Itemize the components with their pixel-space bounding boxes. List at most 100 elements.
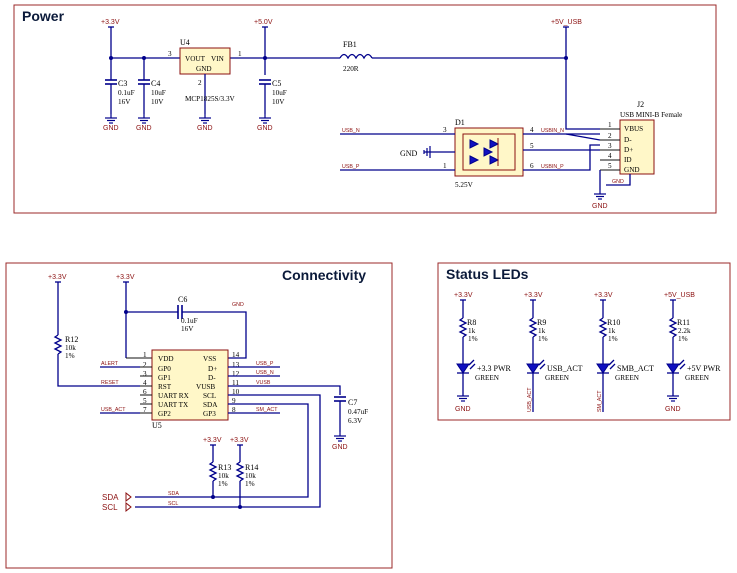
u5-pin-gp0: GP0: [158, 365, 171, 373]
u4-vin: VIN: [211, 55, 225, 63]
d1-pin5: 5: [530, 142, 534, 150]
d1-pin6: 6: [530, 162, 534, 170]
led-color-3: GREEN: [685, 374, 710, 382]
led-rail-3: +5V_USB: [664, 292, 695, 299]
c3-voltage: 16V: [118, 98, 131, 106]
u5-left-pins: VDD GP0 GP1 RST UART RX UART TX GP2: [158, 355, 190, 418]
u4-gnd: GND: [196, 65, 212, 73]
conn-net-gnd: GND: [232, 302, 244, 308]
u5-num-2: 2: [143, 361, 147, 369]
capacitor-c4: [137, 79, 151, 85]
rail-label-50v: +5.0V: [254, 19, 273, 26]
led-color-0: GREEN: [475, 374, 500, 382]
c3-value: 0.1uF: [118, 89, 135, 97]
u5-pin-vdd: VDD: [158, 355, 174, 363]
led-res-ref-2: R10: [607, 318, 620, 327]
u5-num-3: 3: [143, 370, 147, 378]
fb1-value: 220R: [343, 65, 359, 73]
net-usb-n-left: USB_N: [342, 128, 360, 134]
led-net-1: USB_ACT: [527, 387, 533, 412]
u5-pin-uart-rx: UART RX: [158, 392, 190, 400]
c7-ref: C7: [348, 398, 357, 407]
r13-rail: +3.3V: [203, 437, 222, 444]
led-res-tol-1: 1%: [538, 335, 548, 343]
led-diode-2: [596, 363, 610, 374]
d1-ref: D1: [455, 118, 465, 127]
u5-pin-vusb: VUSB: [196, 383, 215, 391]
u4-gnd-label: GND: [197, 125, 213, 132]
j2-gnd: GND: [592, 203, 608, 210]
led-res-val-2: 1k: [608, 327, 616, 335]
net-usbin-p: USBIN_P: [541, 164, 564, 170]
led-res-ref-3: R11: [677, 318, 690, 327]
u5-num-14: 14: [232, 351, 240, 359]
led-resistor-3: [668, 317, 678, 338]
u5-pin-gp3: GP3: [203, 410, 216, 418]
led-name-3: +5V PWR: [687, 364, 721, 373]
u5-pin-dm: D-: [208, 374, 216, 382]
u5-num-10: 10: [232, 388, 240, 396]
r12-value: 10k: [65, 344, 76, 352]
u4-vout: VOUT: [185, 55, 206, 63]
u4-part: MCP1825S/3.3V: [185, 95, 236, 103]
c5-value: 10uF: [272, 89, 287, 97]
led-gnd-0: GND: [455, 406, 471, 413]
led-diode-1: [526, 363, 540, 374]
power-title: Power: [22, 8, 65, 24]
led-rail-1: +3.3V: [524, 292, 543, 299]
j2-num-4: 4: [608, 152, 612, 160]
j2-pin-vbus: VBUS: [624, 125, 643, 133]
u5-ref: U5: [152, 421, 162, 430]
led-res-val-3: 2.2k: [678, 327, 691, 335]
u5-pin-gp1: GP1: [158, 374, 171, 382]
net-usbin-n: USBIN_N: [541, 128, 564, 134]
port-scl[interactable]: SCL: [102, 503, 118, 512]
r12-tol: 1%: [65, 352, 75, 360]
u5-num-11: 11: [232, 379, 239, 387]
r14-value: 10k: [245, 472, 256, 480]
c4-ref: C4: [151, 79, 160, 88]
d1-pin4: 4: [530, 126, 534, 134]
c7-gnd: GND: [332, 444, 348, 451]
led-diode-0: [456, 363, 470, 374]
c5-gnd: GND: [257, 125, 273, 132]
fb1-ref: FB1: [343, 40, 357, 49]
led-gnd-3: GND: [665, 406, 681, 413]
led-res-ref-1: R9: [537, 318, 546, 327]
power-frame: [13, 4, 717, 214]
c6-value: 0.1uF: [181, 317, 198, 325]
conn-net-usb-n: USB_N: [256, 370, 274, 376]
port-sda[interactable]: SDA: [102, 493, 119, 502]
u5-num-8: 8: [232, 406, 236, 414]
u4-pin2: 2: [198, 79, 202, 87]
conn-rail-33v-a: +3.3V: [48, 274, 67, 281]
c6-voltage: 16V: [181, 325, 194, 333]
d1-gnd-label: GND: [400, 149, 418, 158]
conn-net-alert: ALERT: [101, 361, 119, 367]
led-net-2: SM_ACT: [597, 390, 603, 412]
j2-num-2: 2: [608, 132, 612, 140]
r14-ref: R14: [245, 463, 258, 472]
u5-pin-dp: D+: [208, 365, 217, 373]
capacitor-c5: [258, 79, 272, 85]
u5-pin-scl: SCL: [203, 392, 216, 400]
c4-gnd: GND: [136, 125, 152, 132]
c7-value: 0.47uF: [348, 408, 368, 416]
capacitor-c3: [104, 79, 118, 85]
r13-ref: R13: [218, 463, 231, 472]
r13-value: 10k: [218, 472, 229, 480]
usb-connector-j2: [619, 119, 655, 175]
r13-tol: 1%: [218, 480, 228, 488]
r12-ref: R12: [65, 335, 78, 344]
led-name-0: +3.3 PWR: [477, 364, 512, 373]
led-name-2: SMB_ACT: [617, 364, 654, 373]
u5-pin-sda: SDA: [203, 401, 218, 409]
j2-ref: J2: [637, 100, 644, 109]
r14-tol: 1%: [245, 480, 255, 488]
j2-part: USB MINI-B Female: [620, 111, 682, 119]
led-rail-0: +3.3V: [454, 292, 473, 299]
j2-pin-dm: D-: [624, 136, 632, 144]
led-color-1: GREEN: [545, 374, 570, 382]
